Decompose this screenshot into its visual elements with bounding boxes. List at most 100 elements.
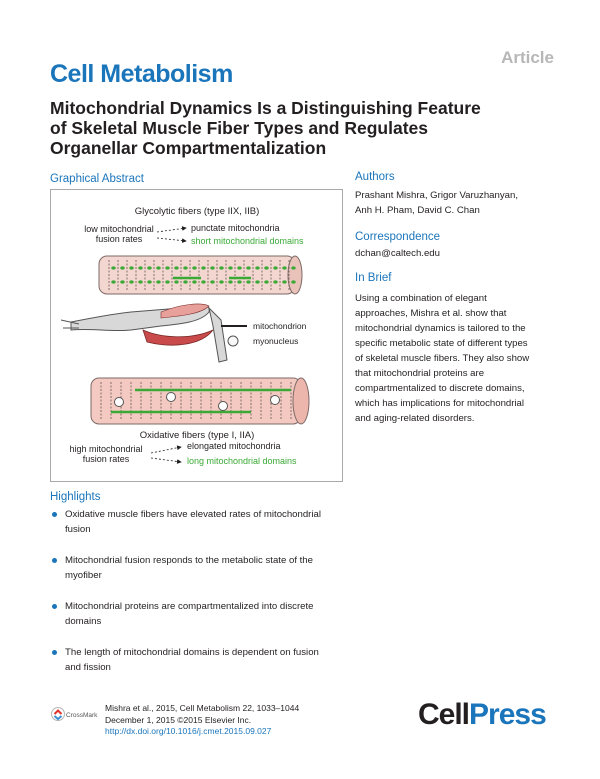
title-line: Mitochondrial Dynamics Is a Distinguishi…: [50, 98, 481, 118]
high-fusion-label-2: fusion rates: [83, 454, 130, 464]
mitochondrion-dot: [129, 266, 134, 270]
legend-mitochondrion: mitochondrion: [253, 321, 307, 331]
highlight-line: The length of mitochondrial domains is d…: [65, 647, 319, 658]
journal-title: Cell Metabolism: [50, 60, 233, 88]
highlight-line: Oxidative muscle fibers have elevated ra…: [65, 509, 321, 520]
mitochondrion-dot: [246, 266, 251, 270]
mitochondrion-dot: [111, 280, 116, 284]
in-brief-text: Using a combination of elegant approache…: [355, 291, 560, 426]
mitochondrion-dot: [219, 280, 224, 284]
highlight-item: Mitochondrial proteins are compartmental…: [50, 599, 350, 629]
mitochondrion-dot: [264, 280, 269, 284]
in-brief-line: that mitochondrial proteins are: [355, 368, 485, 379]
mitochondrion-dot: [228, 266, 233, 270]
mitochondrion-dot: [120, 280, 125, 284]
mitochondrion-dot: [228, 280, 233, 284]
mitochondrion-dot: [183, 280, 188, 284]
crossmark-logo[interactable]: CrossMark: [51, 706, 99, 722]
mitochondrion-dot: [255, 280, 260, 284]
graphical-abstract-svg: Glycolytic fibers (type IIX, IIB) low mi…: [60, 206, 310, 466]
authors-list: Prashant Mishra, Grigor Varuzhanyan, Anh…: [355, 188, 565, 218]
mitochondrion-dot: [273, 266, 278, 270]
highlight-line: Mitochondrial fusion responds to the met…: [65, 555, 313, 566]
mitochondrion-dot: [201, 266, 206, 270]
mitochondrion-dot: [138, 280, 143, 284]
title-line: of Skeletal Muscle Fiber Types and Regul…: [50, 118, 428, 138]
mitochondrion-dot: [210, 266, 215, 270]
mitochondrion-dot: [183, 266, 188, 270]
mitochondrion-dot: [147, 266, 152, 270]
bullet-icon: [52, 558, 57, 563]
cellpress-cell-text: Cell: [418, 698, 470, 731]
mitochondrion-dot: [129, 280, 134, 284]
bullet-icon: [52, 512, 57, 517]
low-fusion-label-2: fusion rates: [96, 234, 143, 244]
figure-legend: mitochondrion myonucleus: [221, 321, 307, 347]
mitochondrion-dot: [264, 266, 269, 270]
mitochondrion-dot: [174, 266, 179, 270]
highlight-line: and fission: [65, 662, 111, 673]
mitochondrion-dot: [291, 280, 296, 284]
bullet-icon: [52, 650, 57, 655]
mitochondrion-dot: [165, 266, 170, 270]
in-brief-line: Using a combination of elegant: [355, 293, 487, 304]
crossmark-text: CrossMark: [66, 712, 98, 719]
mitochondrion-dot: [156, 266, 161, 270]
highlight-item: Mitochondrial fusion responds to the met…: [50, 553, 350, 583]
highlight-line: myofiber: [65, 570, 102, 581]
mitochondrion-dot: [174, 280, 179, 284]
mitochondrion-dot: [111, 266, 116, 270]
mitochondrion-dot: [282, 280, 287, 284]
mitochondrion-dot: [255, 266, 260, 270]
mitochondrion-dot: [237, 266, 242, 270]
bullet-icon: [52, 604, 57, 609]
mitochondrion-dot: [192, 266, 197, 270]
mitochondrion-dot: [282, 266, 287, 270]
cellpress-logo: CellPress: [418, 698, 547, 732]
in-brief-heading: In Brief: [355, 272, 392, 284]
authors-line: Anh H. Pham, David C. Chan: [355, 205, 480, 216]
correspondence-heading: Correspondence: [355, 231, 441, 243]
in-brief-line: and aging-related disorders.: [355, 413, 475, 424]
arm-illustration: [60, 303, 228, 363]
citation-block: Mishra et al., 2015, Cell Metabolism 22,…: [105, 703, 299, 738]
cellpress-press-text: Press: [469, 698, 547, 731]
article-type-label: Article: [501, 48, 554, 67]
authors-heading: Authors: [355, 171, 395, 183]
mitochondrion-dot: [246, 280, 251, 284]
in-brief-line: mitochondrial dynamics is tailored to th…: [355, 323, 526, 334]
mitochondrion-dot: [210, 280, 215, 284]
mitochondrion-dot: [156, 280, 161, 284]
highlight-item: Oxidative muscle fibers have elevated ra…: [50, 507, 350, 537]
elongated-label: elongated mitochondria: [187, 441, 281, 451]
legend-myonucleus: myonucleus: [253, 336, 298, 346]
highlight-item: The length of mitochondrial domains is d…: [50, 645, 350, 675]
mitochondrion-dot: [219, 266, 224, 270]
authors-line: Prashant Mishra, Grigor Varuzhanyan,: [355, 190, 518, 201]
mitochondrion-dot: [237, 280, 242, 284]
doi-link[interactable]: http://dx.doi.org/10.1016/j.cmet.2015.09…: [105, 726, 272, 736]
mitochondrion-dot: [165, 280, 170, 284]
low-fusion-label-1: low mitochondrial: [84, 224, 154, 234]
highlight-line: domains: [65, 616, 102, 627]
mitochondrion-dot: [192, 280, 197, 284]
oxidative-title: Oxidative fibers (type I, IIA): [140, 430, 255, 441]
mitochondrion-dot: [201, 280, 206, 284]
in-brief-line: which has implications for mitochondrial: [355, 398, 525, 409]
glycolytic-fiber: [98, 255, 303, 295]
highlights-heading: Highlights: [50, 491, 101, 503]
punctate-label: punctate mitochondria: [191, 223, 280, 233]
article-title: Mitochondrial Dynamics Is a Distinguishi…: [50, 98, 570, 158]
highlight-line: Mitochondrial proteins are compartmental…: [65, 601, 314, 612]
title-line: Organellar Compartmentalization: [50, 138, 327, 158]
citation-date: December 1, 2015 ©2015 Elsevier Inc.: [105, 714, 252, 725]
mitochondrion-dot: [147, 280, 152, 284]
correspondence-email[interactable]: dchan@caltech.edu: [355, 248, 440, 259]
high-fusion-label-1: high mitochondrial: [69, 444, 142, 454]
oxidative-fiber: [90, 377, 310, 425]
glycolytic-title: Glycolytic fibers (type IIX, IIB): [135, 206, 260, 217]
graphical-abstract-figure: Glycolytic fibers (type IIX, IIB) low mi…: [50, 189, 343, 482]
mitochondrion-dot: [138, 266, 143, 270]
in-brief-line: specific metabolic state of different ty…: [355, 338, 528, 349]
mitochondrion-dot: [273, 280, 278, 284]
